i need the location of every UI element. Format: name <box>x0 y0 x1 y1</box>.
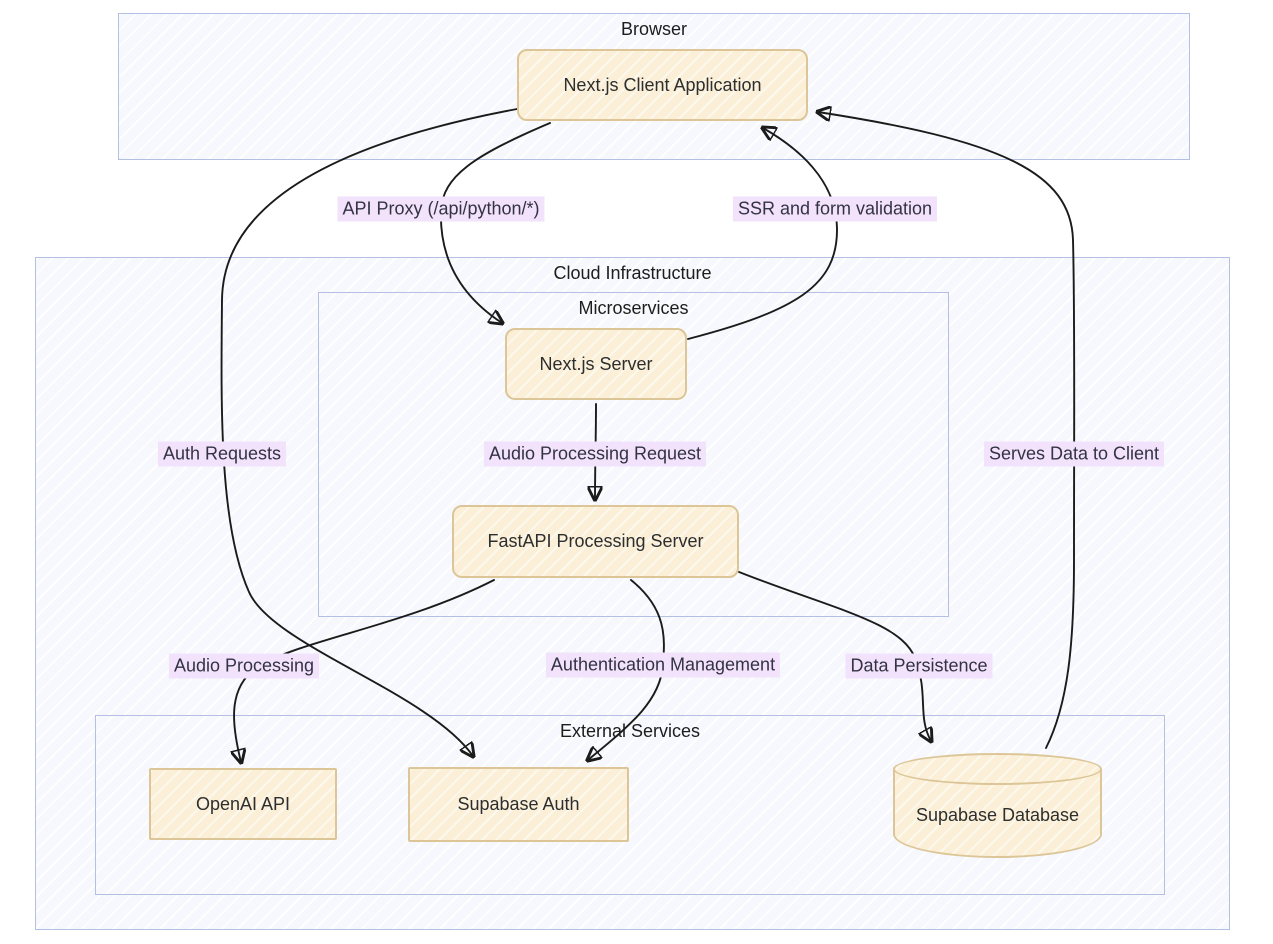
node-openai-api: OpenAI API <box>149 768 337 840</box>
node-fastapi-processing-server-label: FastAPI Processing Server <box>487 531 704 551</box>
node-openai-api-label: OpenAI API <box>195 793 291 814</box>
edge-label-auth-mgmt: Authentication Management <box>545 652 781 678</box>
container-external-services-label: External Services <box>559 721 701 741</box>
edge-label-data-persistence: Data Persistence <box>845 653 993 679</box>
node-supabase-database: Supabase Database <box>893 753 1102 858</box>
node-fastapi-processing-server: FastAPI Processing Server <box>452 505 739 578</box>
edge-label-serves-data: Serves Data to Client <box>983 441 1165 467</box>
cylinder-top <box>893 753 1102 785</box>
container-cloud-infrastructure-label: Cloud Infrastructure <box>553 263 712 283</box>
node-supabase-auth-label: Supabase Auth <box>457 794 580 814</box>
node-supabase-auth: Supabase Auth <box>408 767 629 842</box>
edge-label-api-proxy: API Proxy (/api/python/*) <box>337 196 545 222</box>
node-supabase-database-label: Supabase Database <box>915 805 1080 825</box>
node-nextjs-server-label: Next.js Server <box>539 353 653 374</box>
edge-label-ssr: SSR and form validation <box>732 196 938 222</box>
node-nextjs-client-application: Next.js Client Application <box>517 49 808 121</box>
container-microservices-label: Microservices <box>578 298 689 318</box>
node-nextjs-server: Next.js Server <box>505 328 687 400</box>
container-browser-label: Browser <box>620 19 687 39</box>
node-nextjs-client-application-label: Next.js Client Application <box>563 74 762 95</box>
edge-label-audio-request: Audio Processing Request <box>483 441 707 467</box>
edge-label-auth-requests: Auth Requests <box>157 441 287 467</box>
edge-label-audio-processing: Audio Processing <box>168 653 320 679</box>
